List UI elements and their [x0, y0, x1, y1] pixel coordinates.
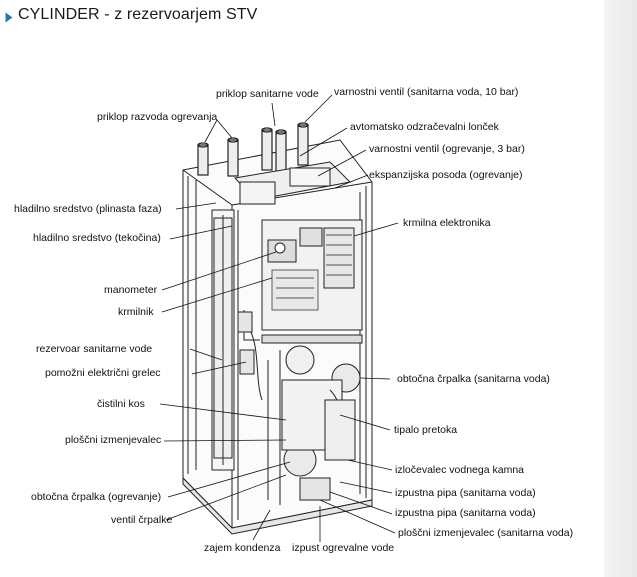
label-priklop-sanitarne-vode: priklop sanitarne vode [216, 88, 319, 100]
cabinet-base [182, 476, 373, 535]
label-izpust-ogrevalne-vode: izpust ogrevalne vode [292, 542, 395, 554]
label-hladilno-sredstvo-plinasta: hladilno sredstvo (plinasta faza) [14, 203, 162, 215]
label-pomozni-elektricni-grelec: pomožni električni grelec [45, 367, 161, 379]
right-background-stripe [604, 0, 637, 577]
page-title: CYLINDER - z rezervoarjem STV [18, 6, 258, 23]
label-ploscni-izmenjevalec-left: ploščni izmenjevalec [65, 434, 162, 446]
hot-water-tank [211, 209, 235, 471]
expansion-vessel [234, 161, 352, 205]
lower-components [237, 310, 363, 505]
label-krmilna-elektronika: krmilna elektronika [403, 217, 491, 229]
electronics-panel [261, 219, 363, 331]
label-krmilnik: krmilnik [118, 306, 154, 318]
label-avtomatsko-odzracevalni-loncek: avtomatsko odzračevalni lonček [350, 121, 499, 133]
label-priklop-razvoda-ogrevanja: priklop razvoda ogrevanja [97, 111, 218, 123]
label-varnostni-ventil-ogrevanje: varnostni ventil (ogrevanje, 3 bar) [369, 143, 525, 155]
cabinet-frame [182, 139, 373, 529]
label-obtocna-crpalka-ogrevanje: obtočna črpalka (ogrevanje) [31, 491, 162, 503]
label-tipalo-pretoka: tipalo pretoka [394, 424, 458, 436]
label-izpustna-pipa-2: izpustna pipa (sanitarna voda) [395, 507, 536, 519]
label-izlocevalec-vodnega-kamna: izločevalec vodnega kamna [395, 464, 524, 476]
label-ploscni-izmenjevalec-right: ploščni izmenjevalec (sanitarna voda) [398, 527, 574, 539]
label-cistilni-kos: čistilni kos [97, 398, 145, 410]
label-izpustna-pipa-1: izpustna pipa (sanitarna voda) [395, 487, 536, 499]
label-varnostni-ventil-sanitarna: varnostni ventil (sanitarna voda, 10 bar… [334, 86, 519, 98]
label-hladilno-sredstvo-tekocina: hladilno sredstvo (tekočina) [33, 232, 161, 244]
label-zajem-kondenza: zajem kondenza [204, 542, 281, 554]
label-obtocna-crpalka-sanitarna: obtočna črpalka (sanitarna voda) [397, 373, 550, 385]
label-manometer: manometer [104, 284, 158, 296]
leader-lines [159, 94, 399, 542]
label-ventil-crpalke: ventil črpalke [111, 514, 173, 526]
label-ekspanzijska-posoda: ekspanzijska posoda (ogrevanje) [369, 169, 523, 181]
label-rezervoar-sanitarne-vode: rezervoar sanitarne vode [36, 343, 153, 355]
